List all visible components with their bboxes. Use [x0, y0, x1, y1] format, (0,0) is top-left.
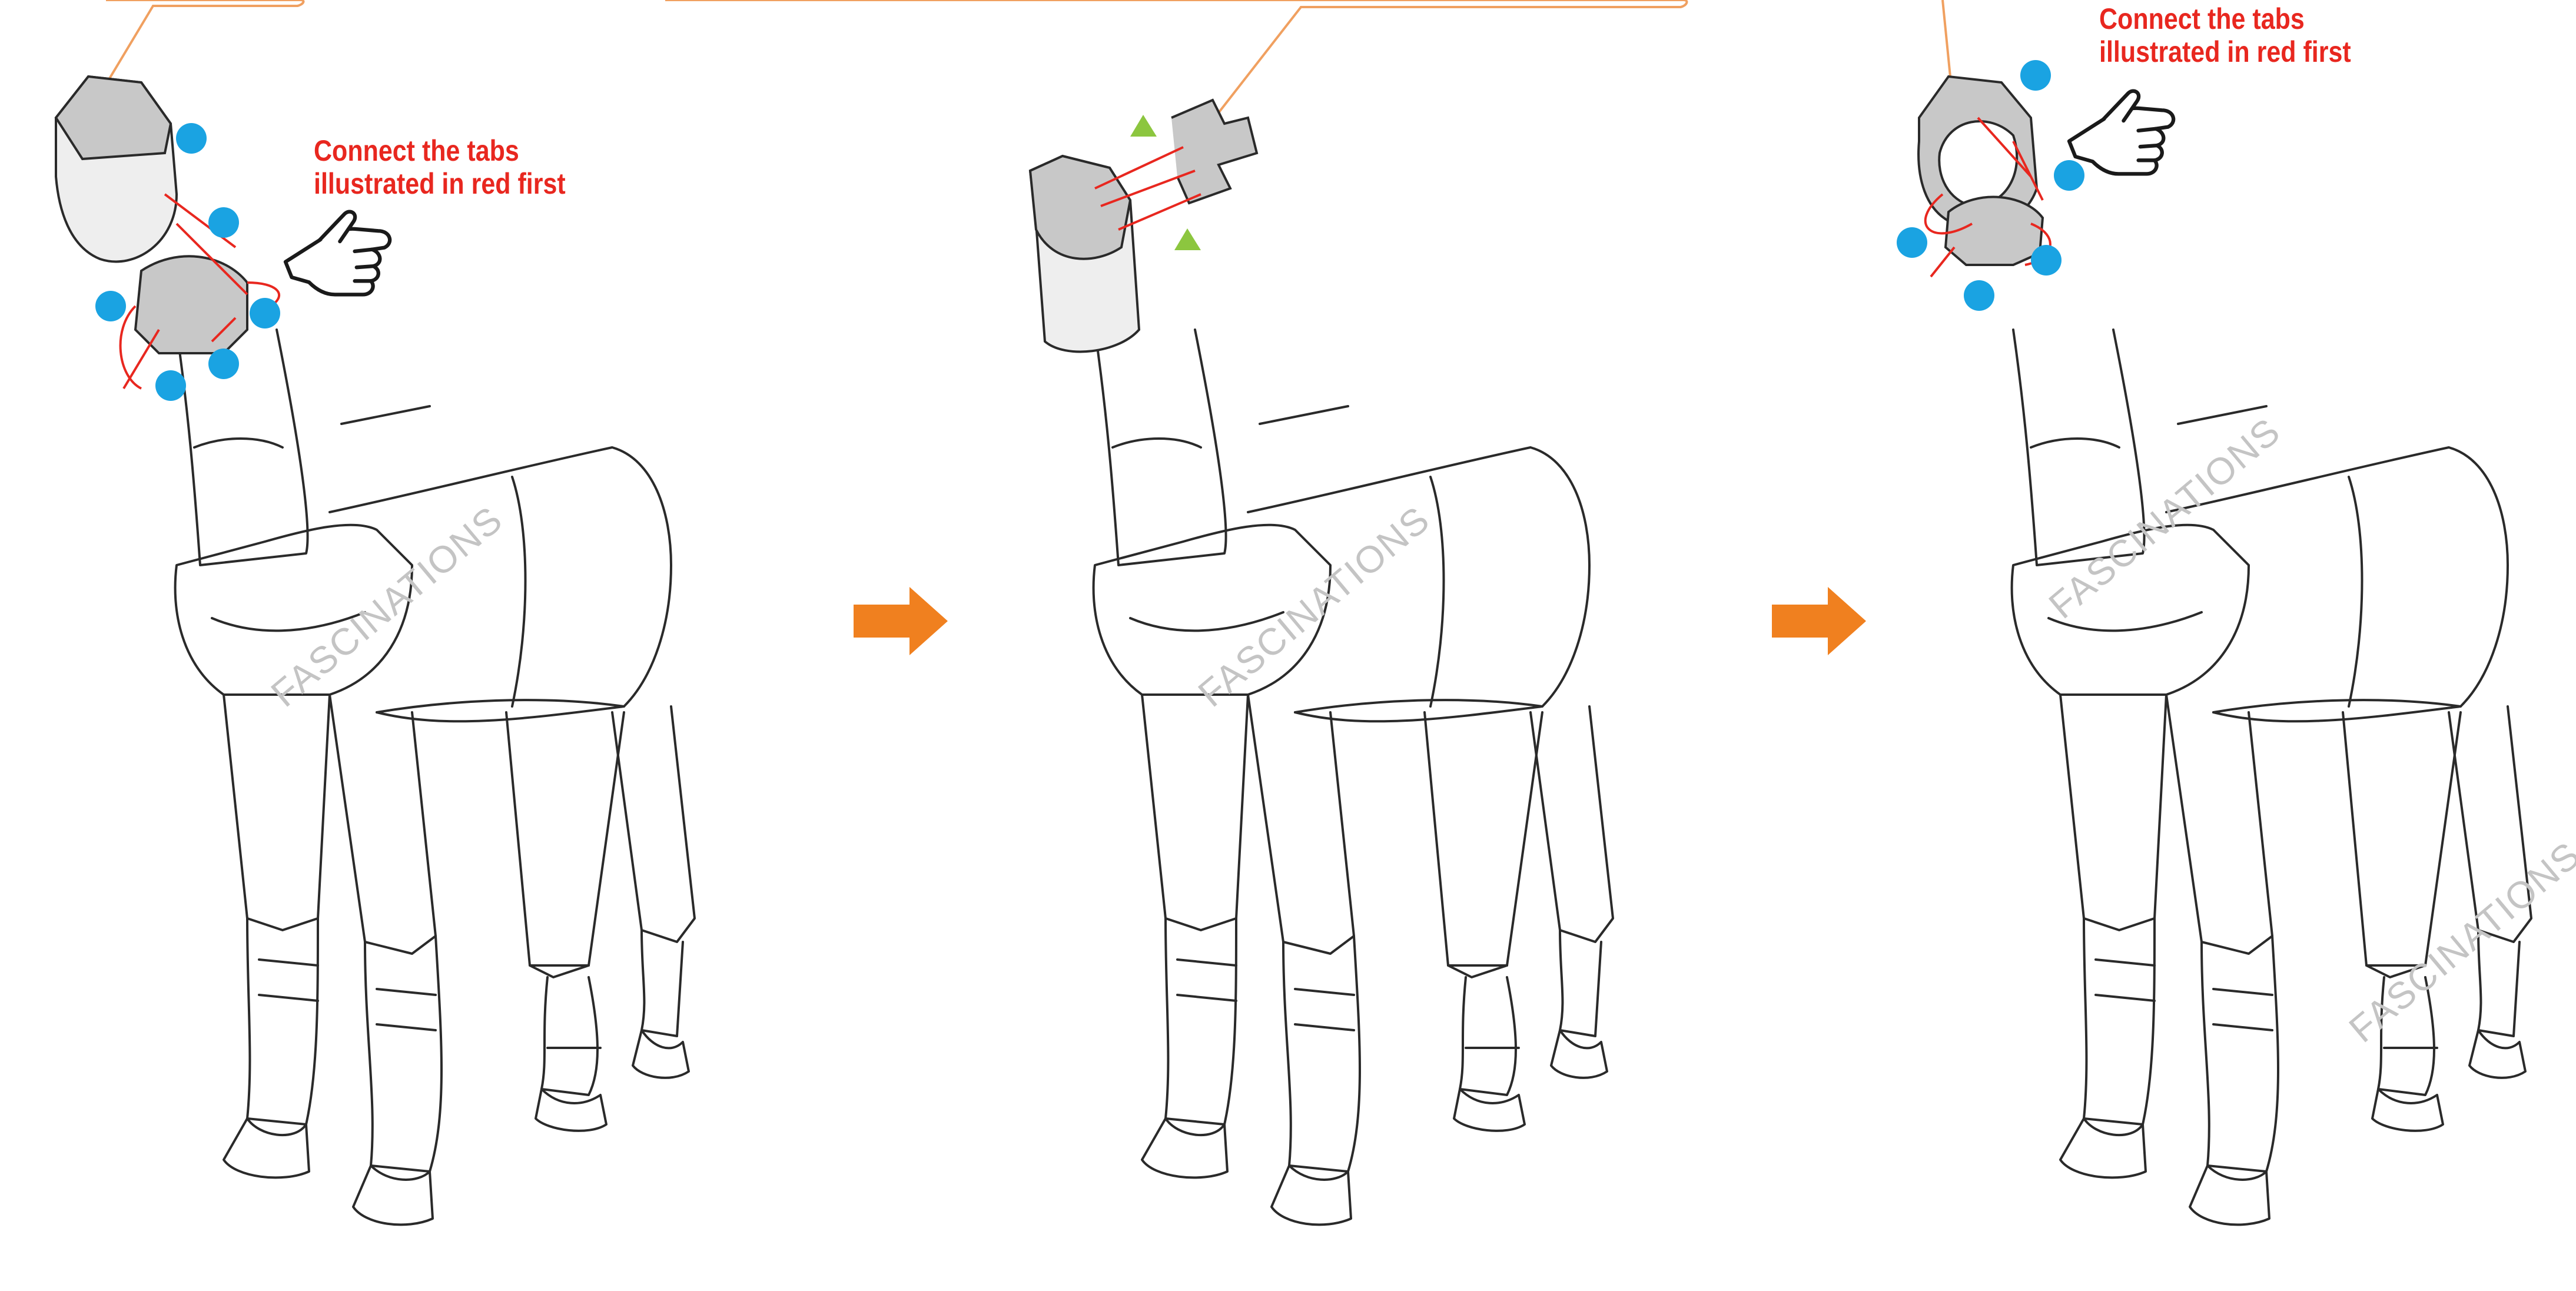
giraffe-model-2 [1092, 328, 1614, 1226]
tab-dot-icon [1897, 227, 1927, 258]
head-part-1 [54, 75, 178, 263]
triangle-marker-icon [1130, 115, 1157, 137]
tab-dot-icon [176, 123, 207, 154]
callout-pointer-1 [99, 0, 305, 95]
tab-dot-icon [95, 291, 126, 321]
giraffe-model-3 [2010, 328, 2532, 1226]
triangle-markers [1130, 115, 1201, 250]
pointing-hand-icon [286, 212, 390, 295]
callout-pointer-2 [665, 0, 1688, 137]
neck-part-1 [134, 255, 248, 354]
tab-dot-icon [208, 207, 239, 238]
tab-dot-icon [2054, 160, 2084, 191]
tab-dot-icon [1964, 280, 1994, 311]
tab-dot-icon [250, 298, 280, 328]
step-arrow-icon [1772, 587, 1866, 655]
tab-dot-icon [2031, 245, 2062, 276]
pointing-hand-icon [2069, 91, 2173, 174]
tab-arrows-1 [119, 193, 280, 390]
panel-step-2 [665, 0, 1688, 1226]
callout-pointer-3 [1941, 0, 1953, 89]
giraffe-model-1 [174, 328, 696, 1226]
tab-dots-3 [1897, 60, 2084, 311]
tab-dot-icon [208, 349, 239, 379]
step-arrow-icon [854, 587, 948, 655]
tab-dots-1 [95, 123, 280, 401]
triangle-marker-icon [1174, 228, 1201, 250]
head-part-2 [1028, 154, 1141, 353]
neck-part-3 [1944, 195, 2044, 266]
tab-dot-icon [155, 370, 186, 401]
horn-part [1171, 98, 1259, 205]
tab-dot-icon [2020, 60, 2051, 91]
tab-arrows-2 [1094, 146, 1201, 231]
panel-step-3 [1897, 0, 2532, 1226]
head-part-3 [1917, 75, 2039, 230]
panel-step-1 [54, 0, 696, 1226]
tab-arrows-3 [1924, 117, 2051, 278]
